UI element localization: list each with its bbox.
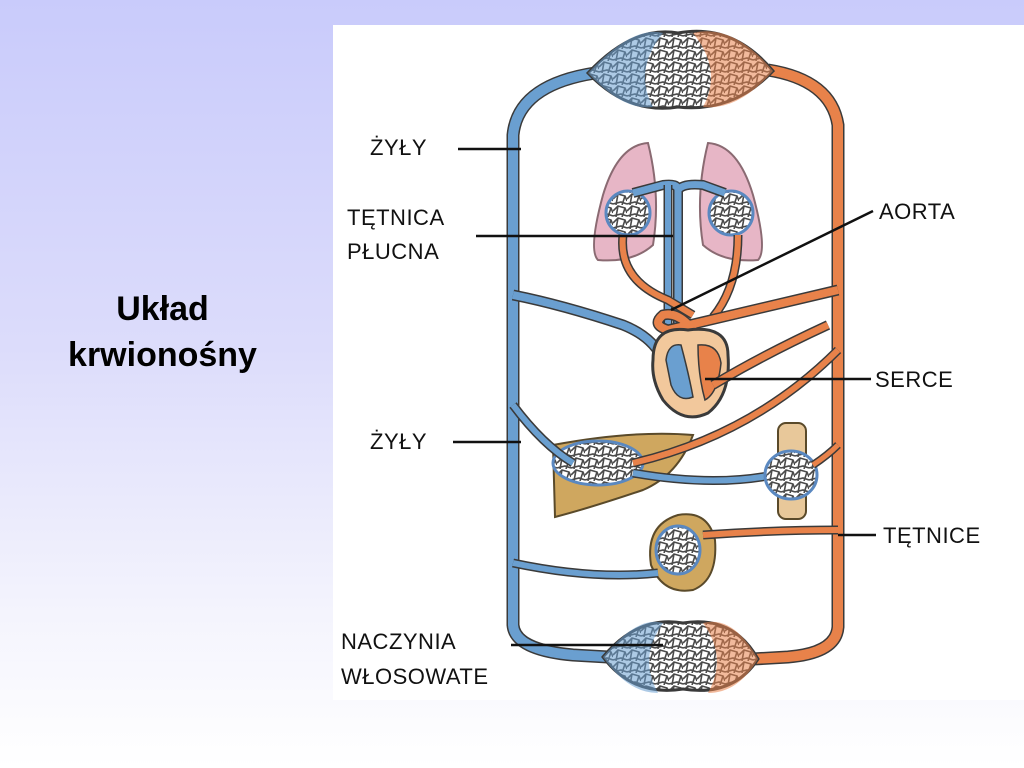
label-heart: SERCE: [875, 367, 953, 392]
label-capillaries-line-1: NACZYNIA: [341, 629, 456, 654]
capillary-bed-bottom: [601, 620, 760, 693]
label-arteries: TĘTNICE: [883, 523, 981, 548]
leader-lines: [453, 147, 876, 647]
lungs: [593, 141, 763, 262]
slide-title: Układ krwionośny: [20, 286, 305, 378]
label-capillaries-line-2: WŁOSOWATE: [341, 664, 489, 689]
label-aorta: AORTA: [879, 199, 955, 224]
label-pulmonary-artery-line-1: TĘTNICA: [347, 205, 445, 230]
label-veins-top: ŻYŁY: [370, 135, 427, 160]
kidney: [649, 513, 717, 592]
circulatory-system-diagram: ŻYŁY TĘTNICA PŁUCNA AORTA SERCE ŻYŁY TĘT…: [333, 25, 1024, 700]
slide-title-line-2: krwionośny: [68, 336, 257, 374]
diagram-svg: ŻYŁY TĘTNICA PŁUCNA AORTA SERCE ŻYŁY TĘT…: [341, 29, 981, 693]
intestine: [763, 422, 819, 520]
label-pulmonary-artery-line-2: PŁUCNA: [347, 239, 439, 264]
heart: [651, 327, 730, 419]
slide-title-line-1: Układ: [116, 290, 209, 328]
label-veins-middle: ŻYŁY: [370, 429, 427, 454]
capillary-bed-top: [585, 29, 776, 110]
